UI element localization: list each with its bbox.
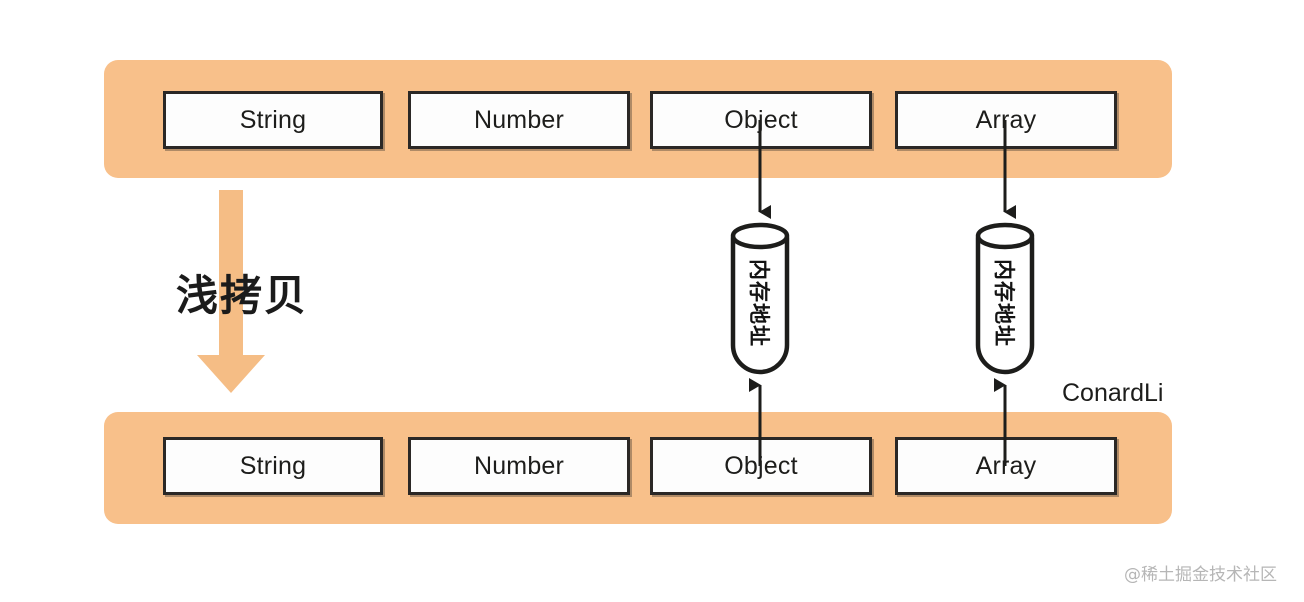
source-type-box-number[interactable]: Number (408, 91, 630, 149)
target-type-label-string: String (239, 451, 307, 480)
memory-cell-label-2: 内存地址 (992, 259, 1016, 347)
target-type-box-object[interactable]: Object (650, 437, 872, 495)
target-type-label-object: Object (724, 451, 798, 480)
source-type-label-number: Number (473, 105, 565, 134)
source-type-label-array: Array (975, 105, 1037, 134)
target-type-box-string[interactable]: String (163, 437, 383, 495)
target-type-label-array: Array (975, 451, 1037, 480)
target-type-box-number[interactable]: Number (408, 437, 630, 495)
target-type-label-number: Number (473, 451, 565, 480)
target-type-box-array[interactable]: Array (895, 437, 1117, 495)
memory-cell-label-1: 内存地址 (747, 259, 771, 347)
source-type-label-string: String (239, 105, 307, 134)
author-label: ConardLi (1062, 379, 1164, 407)
source-type-box-array[interactable]: Array (895, 91, 1117, 149)
site-watermark: @稀土掘金技术社区 (1124, 565, 1277, 585)
source-type-box-object[interactable]: Object (650, 91, 872, 149)
shallow-copy-label: 浅拷贝 (176, 271, 309, 320)
source-type-box-string[interactable]: String (163, 91, 383, 149)
source-type-label-object: Object (724, 105, 798, 134)
